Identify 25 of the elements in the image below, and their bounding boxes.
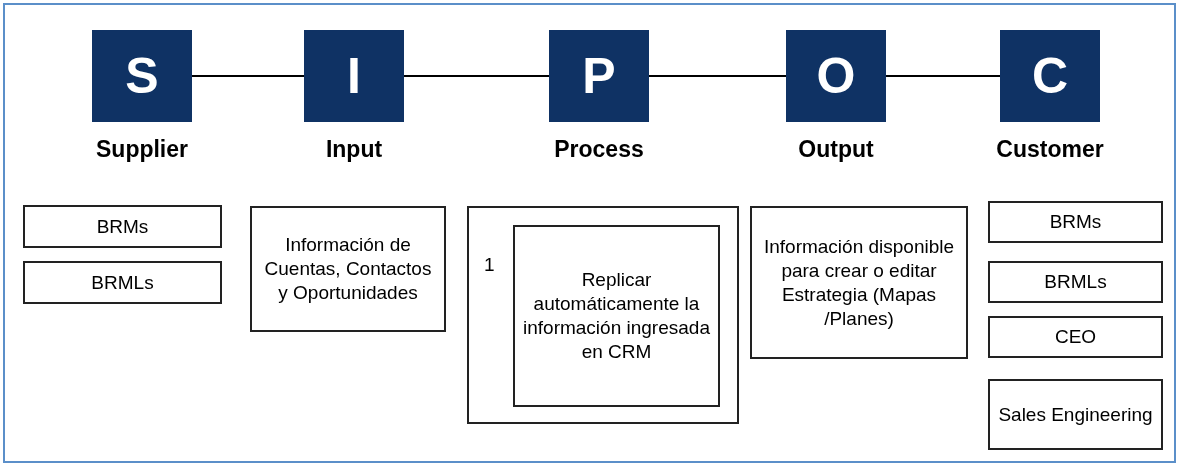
letter-tile: S <box>92 30 192 122</box>
text-box: Información de Cuentas, Contactos y Oportunidades <box>250 206 446 332</box>
connector-line <box>885 75 1001 77</box>
text-box: BRMLs <box>23 261 222 304</box>
connector-line <box>648 75 787 77</box>
text-box: Replicar automáticamente la información ingresada en CRM <box>513 225 720 407</box>
letter-tile: C <box>1000 30 1100 122</box>
text-box: BRMs <box>988 201 1163 243</box>
column-heading: Supplier <box>96 136 188 163</box>
text-box: BRMs <box>23 205 222 248</box>
column-heading: Customer <box>996 136 1104 163</box>
column-heading: Process <box>554 136 644 163</box>
connector-line <box>403 75 550 77</box>
text-box: Información disponible para crear o editar Estrategia (Mapas /Planes) <box>750 206 968 359</box>
process-frame <box>467 206 739 424</box>
step-number: 1 <box>484 253 495 277</box>
letter-tile: P <box>549 30 649 122</box>
text-box: Sales Engineering <box>988 379 1163 450</box>
letter-tile: O <box>786 30 886 122</box>
connector-line <box>191 75 305 77</box>
text-box: CEO <box>988 316 1163 358</box>
column-heading: Output <box>798 136 874 163</box>
column-heading: Input <box>325 136 383 163</box>
text-box: BRMLs <box>988 261 1163 303</box>
letter-tile: I <box>304 30 404 122</box>
